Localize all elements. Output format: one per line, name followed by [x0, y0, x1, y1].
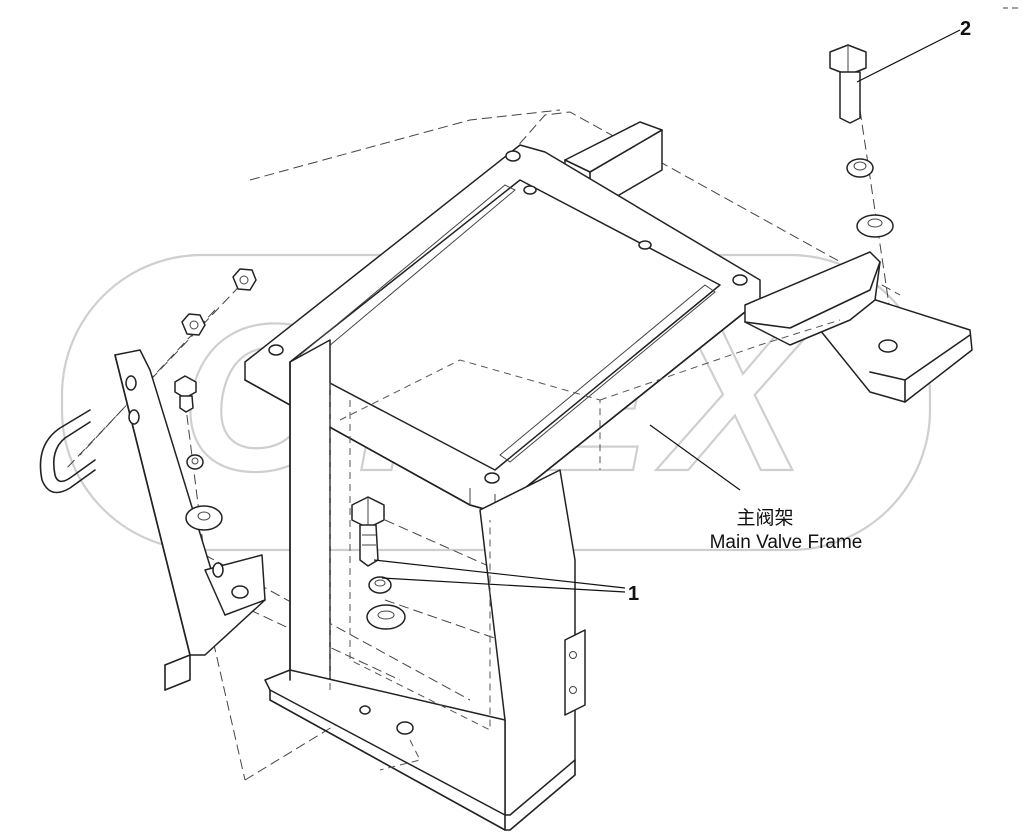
frame-hole: [732, 274, 748, 286]
u-bolt: [39, 409, 96, 494]
bracket-hole: [231, 585, 249, 599]
mounting-hole: [878, 339, 898, 353]
callout-1: 1: [628, 583, 639, 605]
base-hole: [396, 721, 414, 735]
diagonal-arm: [599, 251, 881, 401]
left-fasteners: [174, 268, 257, 531]
part-name-cn: 主阀架: [736, 507, 793, 529]
vertical-column: [264, 339, 601, 831]
bracket-hole: [125, 375, 137, 391]
bracket-hole: [212, 562, 224, 578]
left-angle-bracket: [114, 349, 266, 691]
leader-lines: [373, 29, 961, 593]
right-mounting-plate: [819, 294, 973, 403]
bolt-2: [829, 44, 894, 238]
bolt-1: [351, 496, 406, 630]
frame-hole: [268, 344, 284, 356]
part-name-en: Main Valve Frame: [710, 532, 863, 553]
base-hole: [359, 705, 371, 715]
frame-hole: [523, 185, 537, 195]
callout-2: 2: [960, 18, 971, 40]
frame-hole: [505, 150, 521, 162]
frame-hole: [484, 472, 500, 484]
frame-hole: [638, 240, 652, 250]
bracket-hole: [128, 409, 140, 425]
main-valve-frame: [39, 121, 973, 831]
